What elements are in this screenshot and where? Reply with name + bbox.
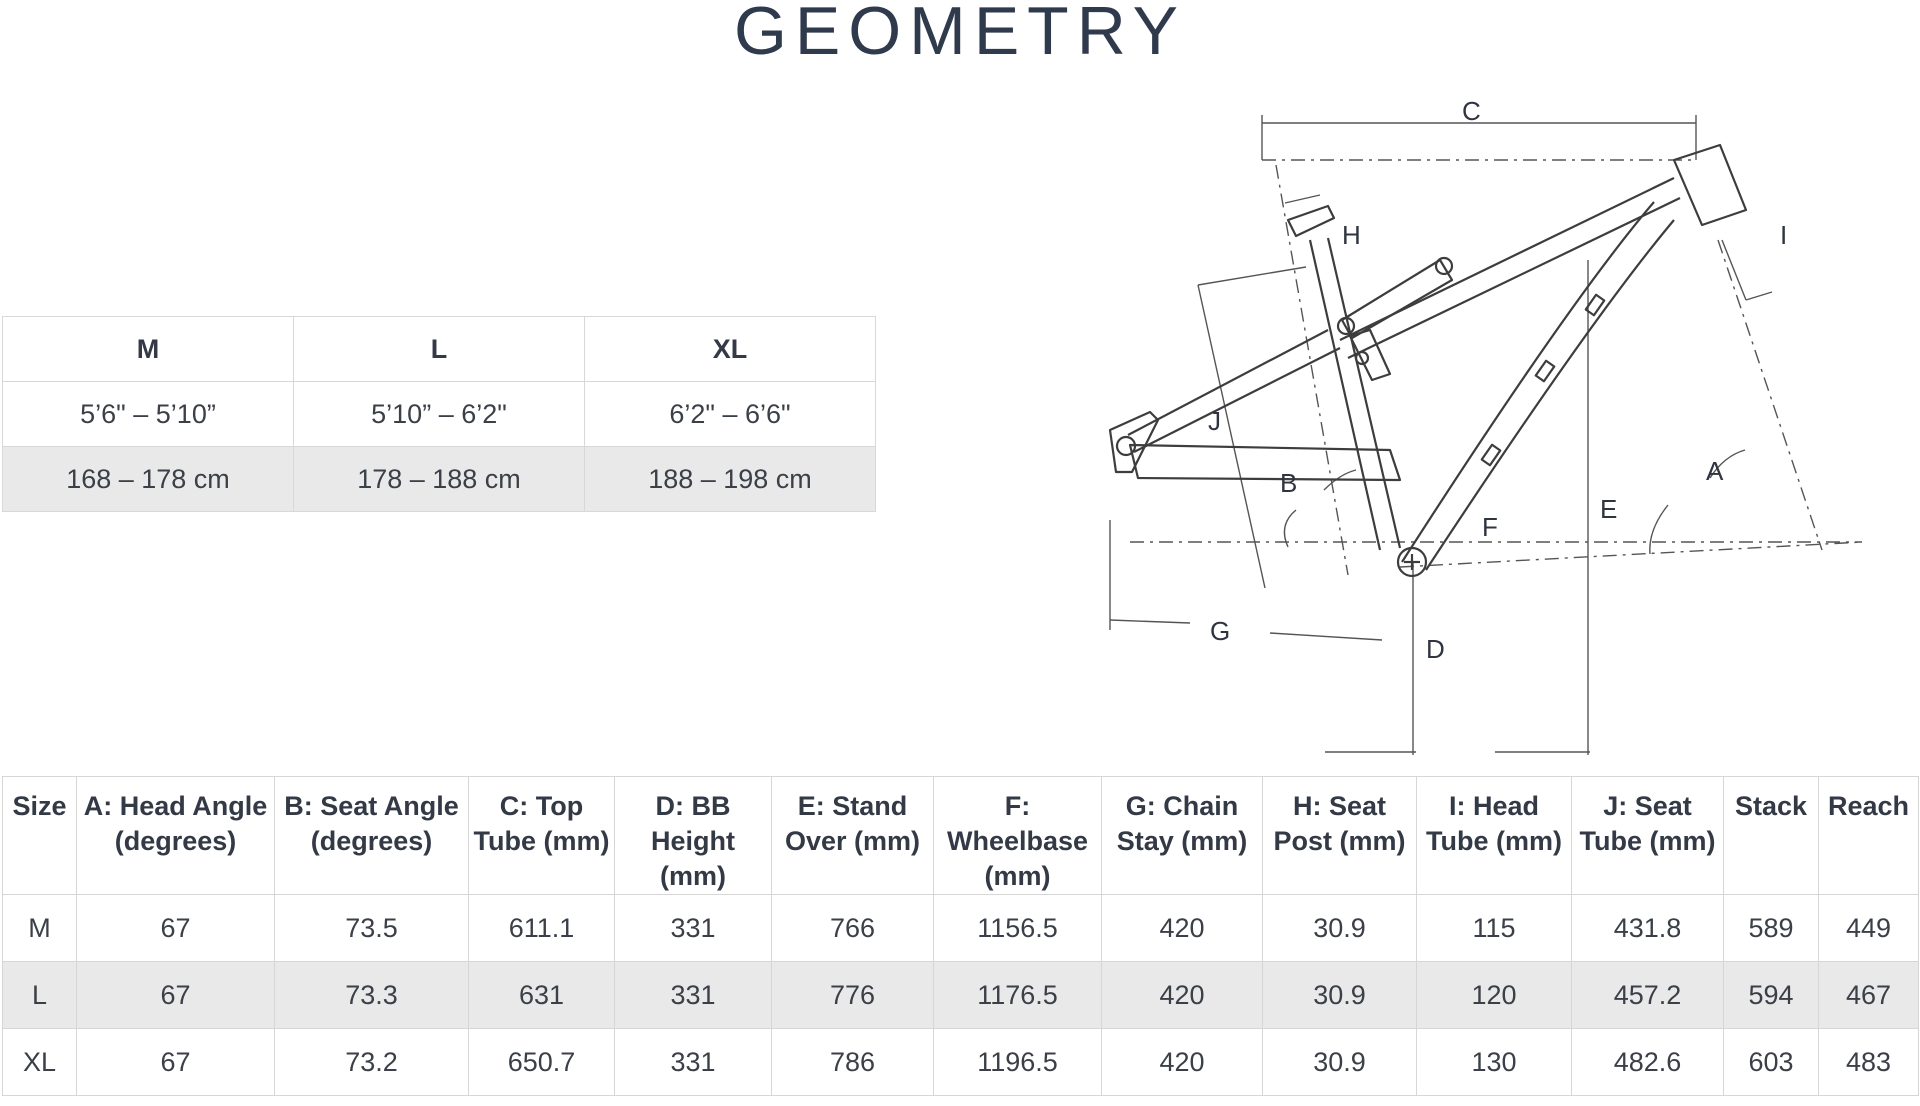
table-row: XL 67 73.2 650.7 331 786 1196.5 420 30.9… (2, 1028, 1919, 1096)
table-cell: 1176.5 (933, 961, 1102, 1029)
col-header-size: Size (2, 776, 77, 895)
table-cell: 30.9 (1262, 1028, 1417, 1096)
rider-height-cell: 6’2" – 6’6" (584, 381, 876, 447)
table-cell: 420 (1101, 961, 1263, 1029)
col-header-head-angle: A: Head Angle (degrees) (76, 776, 275, 895)
bike-frame (1108, 143, 1748, 578)
size-header-cell: L (293, 316, 585, 382)
table-cell: 611.1 (468, 894, 615, 962)
label-b: B (1280, 468, 1297, 498)
table-cell: 67 (76, 961, 275, 1029)
table-cell: XL (2, 1028, 77, 1096)
table-cell: 603 (1723, 1028, 1819, 1096)
table-cell: 331 (614, 894, 772, 962)
rider-height-cell: 5’6" – 5’10” (2, 381, 294, 447)
frame-geometry-diagram: C H I J B A E F G D (1108, 100, 1863, 755)
col-header-stack: Stack (1723, 776, 1819, 895)
rider-height-imperial-row: 5’6" – 5’10” 5’10” – 6’2" 6’2" – 6’6" (2, 381, 876, 447)
label-e: E (1600, 494, 1617, 524)
table-cell: 115 (1416, 894, 1572, 962)
label-i: I (1780, 220, 1787, 250)
label-f: F (1482, 512, 1498, 542)
label-c: C (1462, 100, 1481, 126)
rider-height-cell: 168 – 178 cm (2, 446, 294, 512)
col-header-head-tube: I: Head Tube (mm) (1416, 776, 1572, 895)
col-header-seat-post: H: Seat Post (mm) (1262, 776, 1417, 895)
table-cell: 420 (1101, 1028, 1263, 1096)
table-cell: 30.9 (1262, 894, 1417, 962)
table-cell: 73.2 (274, 1028, 469, 1096)
col-header-chain-stay: G: Chain Stay (mm) (1101, 776, 1263, 895)
table-cell: L (2, 961, 77, 1029)
col-header-stand-over: E: Stand Over (mm) (771, 776, 934, 895)
label-g: G (1210, 616, 1230, 646)
col-header-reach: Reach (1818, 776, 1919, 895)
table-cell: 467 (1818, 961, 1919, 1029)
geometry-table: Size A: Head Angle (degrees) B: Seat Ang… (2, 776, 1919, 1096)
size-header-cell: M (2, 316, 294, 382)
table-cell: 449 (1818, 894, 1919, 962)
table-cell: 766 (771, 894, 934, 962)
dimension-labels: C H I J B A E F G D (1208, 100, 1787, 664)
table-cell: 420 (1101, 894, 1263, 962)
table-cell: M (2, 894, 77, 962)
table-cell: 1196.5 (933, 1028, 1102, 1096)
geometry-header-row: Size A: Head Angle (degrees) B: Seat Ang… (2, 776, 1919, 895)
table-cell: 482.6 (1571, 1028, 1724, 1096)
table-cell: 331 (614, 1028, 772, 1096)
col-header-bb-height: D: BB Height (mm) (614, 776, 772, 895)
page-title: GEOMETRY (734, 0, 1186, 69)
dimension-lines (1109, 115, 1863, 755)
table-cell: 1156.5 (933, 894, 1102, 962)
label-a: A (1706, 456, 1724, 486)
table-cell: 431.8 (1571, 894, 1724, 962)
table-cell: 483 (1818, 1028, 1919, 1096)
size-header-row: M L XL (2, 316, 876, 382)
table-row: M 67 73.5 611.1 331 766 1156.5 420 30.9 … (2, 894, 1919, 962)
table-cell: 30.9 (1262, 961, 1417, 1029)
rider-height-metric-row: 168 – 178 cm 178 – 188 cm 188 – 198 cm (2, 446, 876, 512)
table-cell: 631 (468, 961, 615, 1029)
rider-height-cell: 188 – 198 cm (584, 446, 876, 512)
table-cell: 786 (771, 1028, 934, 1096)
table-cell: 67 (76, 1028, 275, 1096)
label-d: D (1426, 634, 1445, 664)
rider-size-table: M L XL 5’6" – 5’10” 5’10” – 6’2" 6’2" – … (2, 316, 876, 512)
table-cell: 67 (76, 894, 275, 962)
table-cell: 73.5 (274, 894, 469, 962)
table-cell: 73.3 (274, 961, 469, 1029)
table-row: L 67 73.3 631 331 776 1176.5 420 30.9 12… (2, 961, 1919, 1029)
col-header-top-tube: C: Top Tube (mm) (468, 776, 615, 895)
rider-height-cell: 178 – 188 cm (293, 446, 585, 512)
table-cell: 594 (1723, 961, 1819, 1029)
col-header-wheelbase: F: Wheelbase (mm) (933, 776, 1102, 895)
table-cell: 776 (771, 961, 934, 1029)
rider-height-cell: 5’10” – 6’2" (293, 381, 585, 447)
label-j: J (1208, 406, 1221, 436)
label-h: H (1342, 220, 1361, 250)
size-header-cell: XL (584, 316, 876, 382)
table-cell: 120 (1416, 961, 1572, 1029)
table-cell: 589 (1723, 894, 1819, 962)
table-cell: 457.2 (1571, 961, 1724, 1029)
table-cell: 130 (1416, 1028, 1572, 1096)
col-header-seat-tube: J: Seat Tube (mm) (1571, 776, 1724, 895)
table-cell: 331 (614, 961, 772, 1029)
col-header-seat-angle: B: Seat Angle (degrees) (274, 776, 469, 895)
table-cell: 650.7 (468, 1028, 615, 1096)
